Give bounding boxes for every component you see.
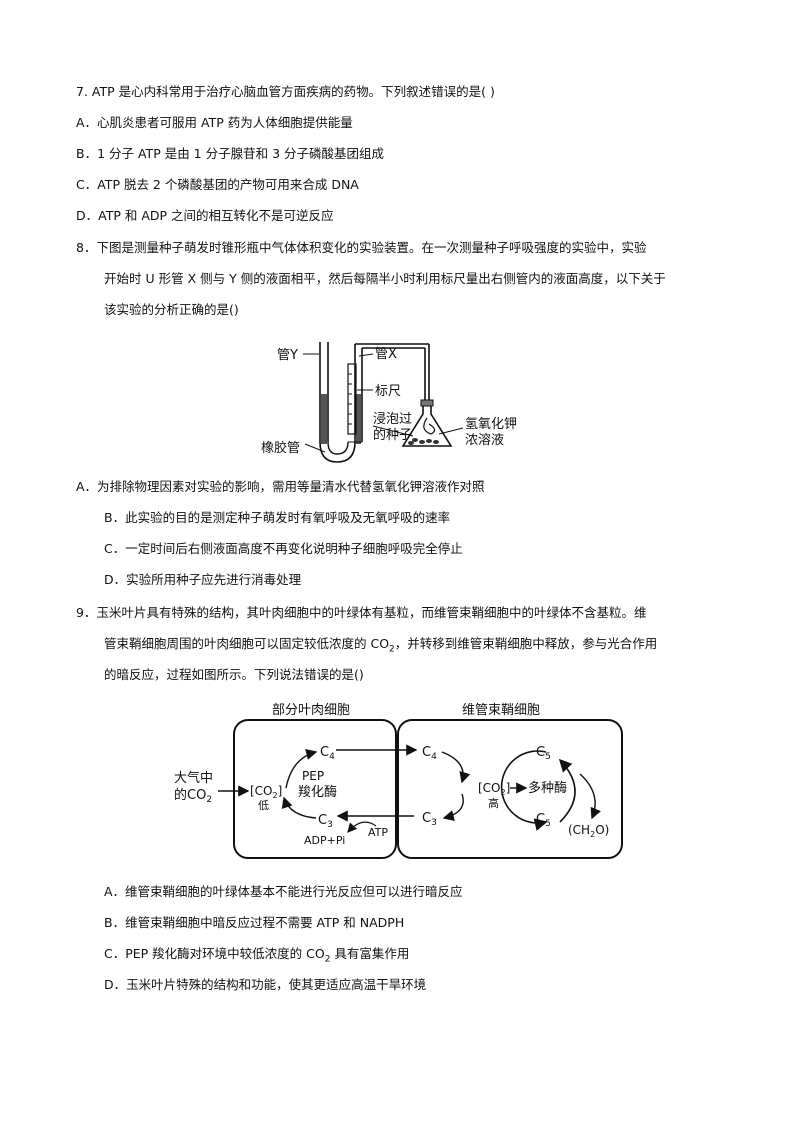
- air-co2-line1: 大气中: [174, 770, 213, 786]
- q7-stem: 7. ATP 是心内科常用于治疗心脑血管方面疾病的药物。下列叙述错误的是( ): [76, 84, 495, 99]
- ruler-label: 标尺: [375, 384, 401, 399]
- c4-right-label: C4: [422, 745, 437, 762]
- c5-bottom-label: C5: [536, 812, 551, 829]
- co2-low-label: [CO2]: [250, 784, 282, 800]
- ch2o-label: (CH2O): [568, 823, 609, 839]
- q7-option-c: C．ATP 脱去 2 个磷酸基团的产物可用来合成 DNA: [76, 177, 359, 192]
- q9-option-c: C．PEP 羧化酶对环境中较低浓度的 CO2 具有富集作用: [104, 946, 410, 965]
- q9-option-a: A．维管束鞘细胞的叶绿体基本不能进行光反应但可以进行暗反应: [104, 884, 463, 899]
- q9-stem-line2: 管束鞘细胞周围的叶肉细胞可以固定较低浓度的 CO2，并转移到维管束鞘细胞中释放，…: [104, 636, 658, 655]
- c3-right-label: C3: [422, 811, 437, 828]
- low-label: 低: [258, 799, 269, 812]
- adp-pi-label: ADP+Pi: [304, 834, 345, 847]
- pep-label: PEP: [302, 769, 324, 783]
- c4-photosynthesis-figure: 部分叶肉细胞 维管束鞘细胞 大气中 的CO2 [CO2] 低 PEP 羧化酶 C…: [174, 703, 623, 859]
- seed-respiration-apparatus-figure: 管Y 管X 标尺 浸泡过 的种子 氢氧化钾 浓溶液 橡胶管: [261, 342, 517, 463]
- air-co2-line2: 的CO2: [174, 787, 212, 805]
- seed-label-line1: 浸泡过: [373, 412, 412, 427]
- atp-label: ATP: [368, 826, 388, 839]
- q8-option-c: C．一定时间后右侧液面高度不再变化说明种子细胞呼吸完全停止: [104, 541, 463, 556]
- tube-x-label: 管X: [375, 347, 397, 362]
- carboxylase-label: 羧化酶: [298, 784, 337, 800]
- koh-label-line2: 浓溶液: [465, 433, 504, 448]
- c3-left-label: C3: [318, 813, 333, 830]
- rubber-tube-label: 橡胶管: [261, 440, 300, 456]
- co2-high-label: [CO2]: [478, 781, 510, 797]
- high-label: 高: [488, 796, 499, 810]
- multiple-enzymes-label: 多种酶: [528, 780, 567, 796]
- tube-y-label: 管Y: [277, 348, 298, 363]
- q9-option-d: D．玉米叶片特殊的结构和功能，使其更适应高温干旱环境: [104, 977, 427, 992]
- q9-stem-line3: 的暗反应，过程如图所示。下列说法错误的是(): [104, 667, 364, 682]
- mesophyll-title: 部分叶肉细胞: [272, 703, 350, 718]
- c5-top-label: C5: [536, 745, 551, 762]
- q7-option-a: A．心肌炎患者可服用 ATP 药为人体细胞提供能量: [76, 115, 353, 130]
- q8-stem-line2: 开始时 U 形管 X 侧与 Y 侧的液面相平，然后每隔半小时利用标尺量出右侧管内…: [104, 271, 666, 286]
- q7-option-b: B．1 分子 ATP 是由 1 分子腺苷和 3 分子磷酸基团组成: [76, 146, 385, 161]
- q8-stem-line3: 该实验的分析正确的是(): [104, 302, 239, 317]
- bundle-sheath-title: 维管束鞘细胞: [462, 703, 540, 718]
- q9-stem-line1: 9．玉米叶片具有特殊的结构，其叶肉细胞中的叶绿体有基粒，而维管束鞘细胞中的叶绿体…: [76, 605, 647, 620]
- seed-label-line2: 的种子: [373, 427, 412, 443]
- q8-option-d: D．实验所用种子应先进行消毒处理: [104, 572, 302, 587]
- c4-left-label: C4: [320, 745, 335, 762]
- q8-option-b: B．此实验的目的是测定种子萌发时有氧呼吸及无氧呼吸的速率: [104, 510, 451, 525]
- q8-option-a: A．为排除物理因素对实验的影响，需用等量清水代替氢氧化钾溶液作对照: [76, 479, 485, 494]
- koh-label-line1: 氢氧化钾: [465, 417, 517, 432]
- q8-stem-line1: 8．下图是测量种子萌发时锥形瓶中气体体积变化的实验装置。在一次测量种子呼吸强度的…: [76, 240, 647, 255]
- q9-option-b: B．维管束鞘细胞中暗反应过程不需要 ATP 和 NADPH: [104, 915, 405, 930]
- q7-option-d: D．ATP 和 ADP 之间的相互转化不是可逆反应: [76, 208, 334, 223]
